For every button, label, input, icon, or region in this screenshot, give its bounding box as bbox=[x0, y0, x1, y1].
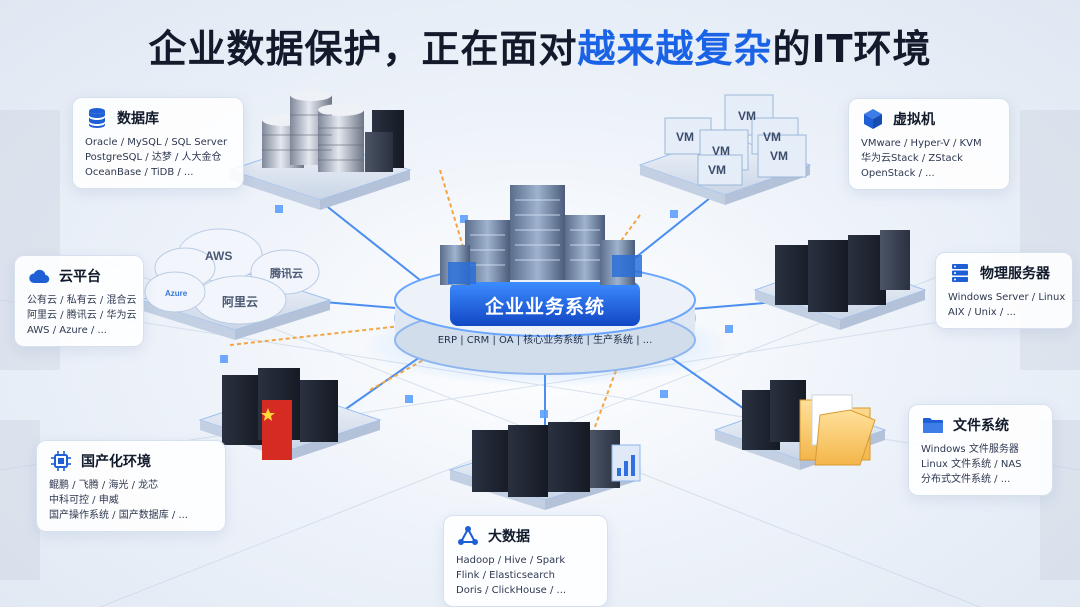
card-domestic-environment: 国产化环境 鲲鹏 / 飞腾 / 海光 / 龙芯 中科可控 / 申威 国产操作系统… bbox=[36, 440, 226, 532]
cloud-icon bbox=[29, 269, 50, 284]
card-cloud-line: AWS / Azure / ... bbox=[27, 325, 107, 336]
cloud-label-azure: Azure bbox=[165, 289, 188, 298]
card-database: 数据库 Oracle / MySQL / SQL Server PostgreS… bbox=[72, 97, 244, 189]
card-filesystem-name: 文件系统 bbox=[953, 418, 1009, 434]
card-cloud-name: 云平台 bbox=[59, 269, 101, 285]
card-database-line: PostgreSQL / 达梦 / 人大金仓 bbox=[85, 152, 222, 163]
card-cloud: 云平台 公有云 / 私有云 / 混合云 阿里云 / 腾讯云 / 华为云 AWS … bbox=[14, 255, 144, 347]
card-bigdata-line: Flink / Elasticsearch bbox=[456, 570, 556, 581]
card-domestic-environment-line: 中科可控 / 申威 bbox=[49, 495, 119, 506]
center-subtitle: ERP | CRM | OA | 核心业务系统 | 生产系统 | ... bbox=[437, 335, 653, 346]
chip-icon bbox=[51, 451, 71, 471]
card-vm-name: 虚拟机 bbox=[893, 112, 935, 128]
card-vm-line: OpenStack / ... bbox=[861, 168, 935, 179]
vm-label: VM bbox=[763, 130, 781, 144]
page-title: 企业数据保护，正在面对越来越复杂的IT环境 bbox=[0, 18, 1080, 73]
card-physical-server-line: AIX / Unix / ... bbox=[948, 307, 1016, 318]
card-vm-line: VMware / Hyper-V / KVM bbox=[861, 138, 982, 149]
folder-icon bbox=[923, 418, 943, 433]
server-icon bbox=[952, 264, 968, 282]
vm-label: VM bbox=[712, 144, 730, 158]
card-cloud-line: 公有云 / 私有云 / 混合云 bbox=[27, 295, 137, 306]
card-physical-server-line: Windows Server / Linux bbox=[948, 292, 1066, 303]
card-filesystem-line: Windows 文件服务器 bbox=[921, 444, 1019, 455]
center-title: 企业业务系统 bbox=[484, 296, 605, 318]
vm-label: VM bbox=[708, 163, 726, 177]
card-vm-line: 华为云Stack / ZStack bbox=[861, 153, 963, 164]
vm-label: VM bbox=[770, 149, 788, 163]
card-database-name: 数据库 bbox=[117, 111, 159, 127]
card-filesystem-line: 分布式文件系统 / ... bbox=[921, 474, 1011, 485]
network-nodes-icon bbox=[458, 526, 478, 545]
card-cloud-line: 阿里云 / 腾讯云 / 华为云 bbox=[27, 310, 137, 321]
card-physical-server: 物理服务器 Windows Server / Linux AIX / Unix … bbox=[935, 252, 1073, 329]
vm-label: VM bbox=[676, 130, 694, 144]
card-bigdata-line: Hadoop / Hive / Spark bbox=[456, 555, 566, 566]
card-filesystem: 文件系统 Windows 文件服务器 Linux 文件系统 / NAS 分布式文… bbox=[908, 404, 1053, 496]
title-highlight: 越来越复杂 bbox=[577, 27, 773, 71]
title-part1: 企业数据保护，正在面对 bbox=[148, 27, 578, 71]
title-part2: 的IT环境 bbox=[772, 27, 932, 71]
card-domestic-environment-name: 国产化环境 bbox=[81, 454, 151, 470]
card-bigdata: 大数据 Hadoop / Hive / Spark Flink / Elasti… bbox=[443, 515, 608, 607]
card-domestic-environment-line: 鲲鹏 / 飞腾 / 海光 / 龙芯 bbox=[49, 480, 159, 491]
card-database-line: OceanBase / TiDB / ... bbox=[85, 167, 194, 178]
cloud-label-aliyun: 阿里云 bbox=[222, 294, 258, 309]
card-vm: 虚拟机 VMware / Hyper-V / KVM 华为云Stack / ZS… bbox=[848, 98, 1010, 190]
card-filesystem-line: Linux 文件系统 / NAS bbox=[921, 459, 1022, 470]
card-physical-server-name: 物理服务器 bbox=[980, 266, 1050, 282]
card-bigdata-name: 大数据 bbox=[488, 529, 530, 545]
cloud-label-tencent: 腾讯云 bbox=[270, 266, 303, 280]
database-icon bbox=[89, 108, 105, 128]
card-domestic-environment-line: 国产操作系统 / 国产数据库 / ... bbox=[49, 510, 188, 521]
card-bigdata-line: Doris / ClickHouse / ... bbox=[456, 585, 567, 596]
cloud-label-aws: AWS bbox=[205, 249, 232, 263]
vm-label: VM bbox=[738, 109, 756, 123]
card-database-line: Oracle / MySQL / SQL Server bbox=[85, 137, 228, 148]
cube-icon bbox=[864, 109, 882, 129]
